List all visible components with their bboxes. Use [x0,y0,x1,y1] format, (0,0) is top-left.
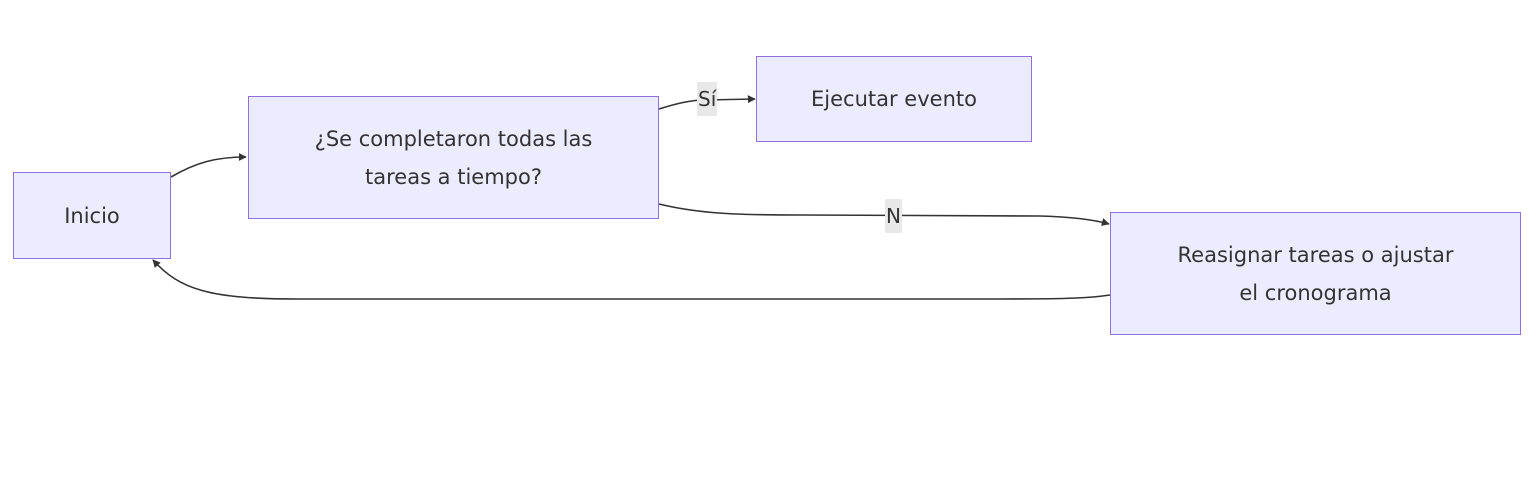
edge-label-no: N [885,199,902,233]
node-inicio-label: Inicio [64,203,120,228]
node-inicio[interactable]: Inicio [13,172,171,259]
node-ejecutar-evento[interactable]: Ejecutar evento [756,56,1032,142]
node-decision[interactable]: ¿Se completaron todas las tareas a tiemp… [248,96,659,219]
edge-reasignar-to-inicio [152,259,1111,300]
edge-label-yes: Sí [697,82,718,116]
node-decision-label: ¿Se completaron todas las tareas a tiemp… [314,126,593,189]
node-reasignar-tareas-label: Reasignar tareas o ajustar el cronograma [1177,242,1454,305]
node-ejecutar-evento-label: Ejecutar evento [811,87,977,111]
edge-decision-to-reasignar [658,203,1110,226]
edge-inicio-to-decision [170,153,247,178]
node-reasignar-tareas[interactable]: Reasignar tareas o ajustar el cronograma [1110,212,1521,335]
